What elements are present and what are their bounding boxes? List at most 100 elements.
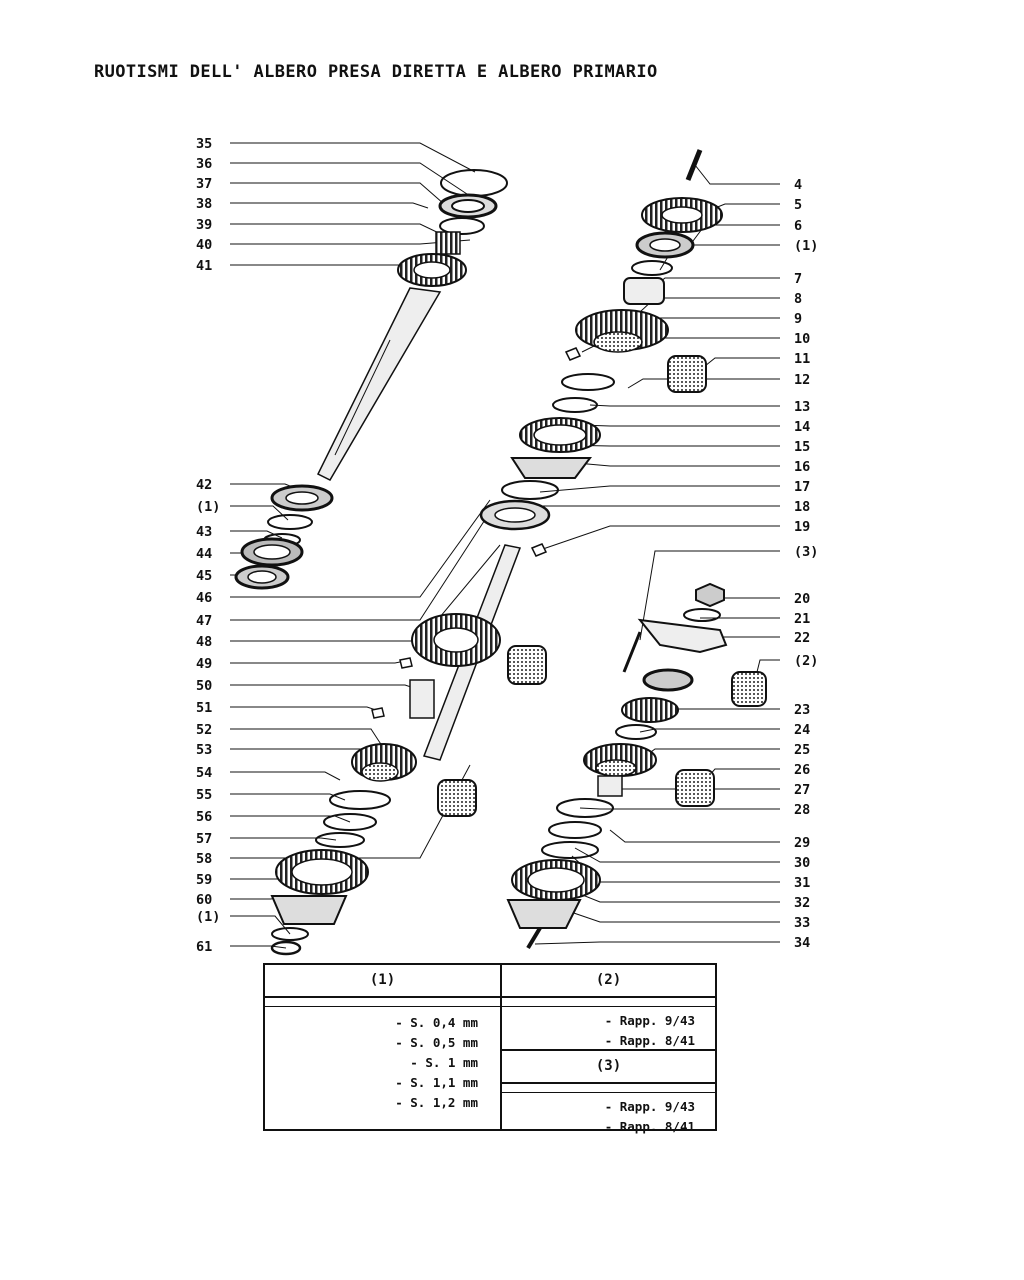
needle-bearing bbox=[507, 645, 547, 685]
legend-item: - S. 0,5 mm bbox=[395, 1035, 478, 1050]
retaining-ring bbox=[329, 790, 391, 810]
part-label: 27 bbox=[794, 782, 810, 798]
leader-line bbox=[564, 461, 780, 467]
leader-line bbox=[230, 505, 289, 521]
leader-line bbox=[579, 807, 780, 810]
spring-ring bbox=[315, 832, 365, 848]
leader-line bbox=[649, 277, 780, 291]
leader-line bbox=[639, 748, 780, 761]
part-label: 50 bbox=[196, 678, 212, 694]
seal-ring-inner bbox=[253, 544, 291, 560]
part-label: 54 bbox=[196, 765, 212, 781]
part-label: 43 bbox=[196, 524, 212, 540]
leader-line bbox=[579, 424, 780, 427]
countershaft-gear bbox=[621, 697, 679, 723]
bearing-inner bbox=[649, 238, 681, 252]
leader-line bbox=[539, 485, 780, 493]
leader-line bbox=[230, 162, 471, 197]
shaft-spline-lines bbox=[334, 339, 391, 456]
leader-line bbox=[534, 941, 780, 945]
primary-gear-hub bbox=[433, 627, 479, 653]
synchro-sleeve-inner bbox=[533, 424, 587, 446]
synchro-sleeve-inner bbox=[527, 867, 585, 893]
part-label: 22 bbox=[794, 630, 810, 646]
part-label: (2) bbox=[794, 653, 818, 669]
needle-bearing bbox=[437, 779, 477, 817]
legend-item: - Rapp. 9/43 bbox=[604, 1013, 695, 1028]
lower-right-assembly bbox=[506, 582, 767, 950]
part-label: (3) bbox=[794, 544, 818, 560]
part-label: 52 bbox=[196, 722, 212, 738]
legend-col-2-items: - Rapp. 9/43 - Rapp. 8/41 bbox=[502, 1007, 715, 1051]
legend-col-1: (1) - S. 0,4 mm - S. 0,5 mm - S. 1 mm - … bbox=[265, 965, 502, 1129]
part-label: 49 bbox=[196, 656, 212, 672]
leader-line bbox=[627, 378, 780, 389]
synchro-ring bbox=[552, 397, 598, 413]
part-label: 55 bbox=[196, 787, 212, 803]
part-label: 36 bbox=[196, 156, 212, 172]
end-washer bbox=[270, 940, 302, 956]
part-label: 59 bbox=[196, 872, 212, 888]
part-label: 38 bbox=[196, 196, 212, 212]
leader-line bbox=[230, 771, 341, 781]
lower-left-assembly bbox=[270, 544, 547, 956]
retaining-ring bbox=[556, 798, 614, 818]
part-label: 61 bbox=[196, 939, 212, 955]
legend-col-1-header: (1) bbox=[265, 965, 500, 998]
leader-line bbox=[230, 223, 446, 237]
leader-line bbox=[571, 855, 780, 883]
detent-key bbox=[530, 543, 548, 557]
part-label: 6 bbox=[794, 218, 802, 234]
part-label: 12 bbox=[794, 372, 810, 388]
synchro-ring bbox=[323, 813, 377, 831]
leader-line bbox=[230, 793, 346, 801]
legend-col-2-header: (2) bbox=[502, 965, 715, 998]
part-label: 5 bbox=[794, 197, 802, 213]
spring-ring bbox=[501, 480, 559, 500]
shim-ring bbox=[271, 927, 309, 941]
synchro-hub bbox=[506, 899, 582, 929]
part-label: 58 bbox=[196, 851, 212, 867]
input-gear-hub bbox=[413, 261, 451, 279]
leader-line bbox=[230, 659, 411, 664]
spring-ring bbox=[541, 841, 599, 859]
legend-col-3: (3) - Rapp. 9/43 - Rapp. 8/41 bbox=[502, 1049, 715, 1137]
part-label: 11 bbox=[794, 351, 810, 367]
synchro-hub bbox=[270, 895, 348, 925]
part-label: 45 bbox=[196, 568, 212, 584]
large-gear-hub bbox=[593, 331, 643, 353]
retaining-ring bbox=[561, 373, 615, 391]
part-label: 44 bbox=[196, 546, 212, 562]
shim bbox=[631, 260, 673, 276]
part-label: (1) bbox=[794, 238, 818, 254]
spacer bbox=[615, 724, 657, 740]
leader-line bbox=[230, 142, 476, 173]
leader-line bbox=[699, 357, 780, 371]
leader-line bbox=[564, 909, 780, 923]
leader-line bbox=[230, 764, 471, 859]
part-label: 18 bbox=[794, 499, 810, 515]
main-shaft bbox=[316, 287, 442, 481]
part-label: 25 bbox=[794, 742, 810, 758]
part-label: 19 bbox=[794, 519, 810, 535]
needle-bearing bbox=[731, 671, 767, 707]
pin bbox=[685, 149, 703, 181]
bearing bbox=[642, 668, 694, 692]
leader-line bbox=[639, 728, 780, 733]
part-label: 41 bbox=[196, 258, 212, 274]
leader-line bbox=[589, 404, 780, 407]
part-label: 60 bbox=[196, 892, 212, 908]
part-label: 30 bbox=[794, 855, 810, 871]
part-label: 32 bbox=[794, 895, 810, 911]
part-label: 21 bbox=[794, 611, 810, 627]
key bbox=[564, 347, 582, 361]
bolt bbox=[622, 631, 642, 673]
shim-ring bbox=[267, 514, 313, 530]
leader-line bbox=[230, 706, 383, 713]
leader-line bbox=[230, 530, 283, 539]
exploded-diagram: 3536373839404142(1)434445464748495051525… bbox=[196, 136, 818, 956]
part-label: 51 bbox=[196, 700, 212, 716]
sleeve bbox=[623, 277, 665, 305]
parts bbox=[234, 149, 767, 956]
bracket bbox=[637, 618, 728, 654]
